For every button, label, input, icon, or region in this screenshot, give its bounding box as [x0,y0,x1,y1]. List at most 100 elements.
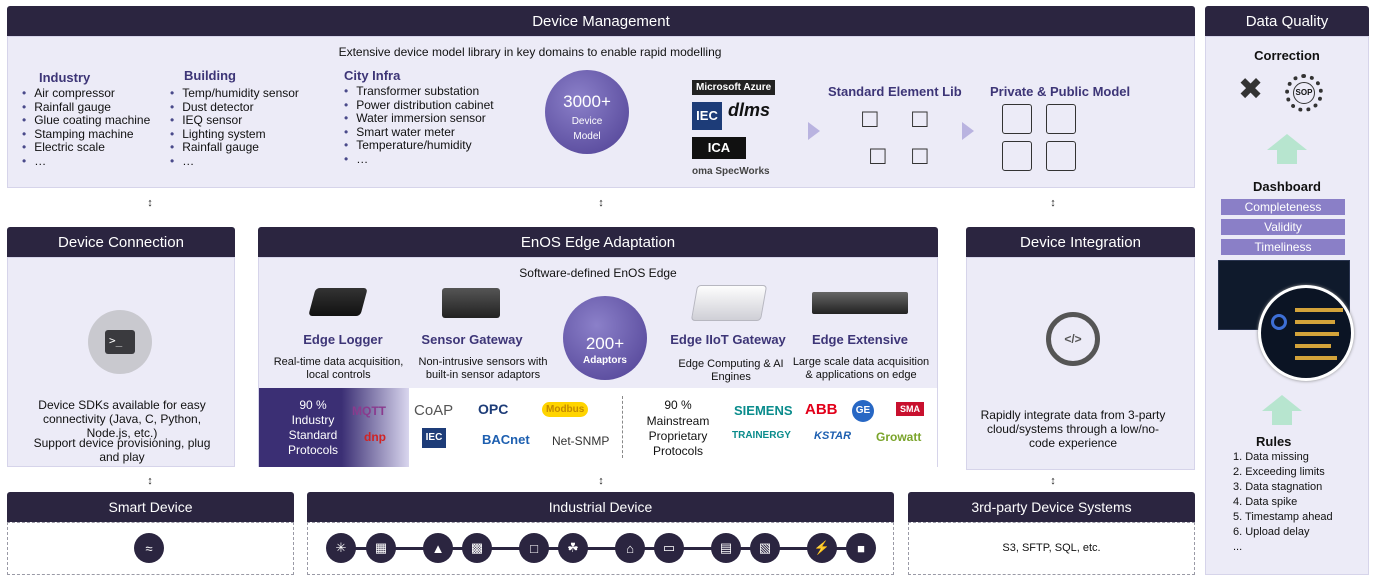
dashboard-zoom-circle [1258,285,1354,381]
connector-arrow-icon: ↕ [598,475,604,487]
connector-arrow-icon: ↕ [1050,475,1056,487]
terminal-icon: >_ [88,310,152,374]
factory-icon: □ [519,533,549,563]
battery-icon: ▭ [654,533,684,563]
puzzle-piece-icon: □ [912,103,928,133]
ica-logo: ICA [692,137,746,159]
building-icon: ▧ [750,533,780,563]
tools-icon: ✖ [1238,73,1264,106]
wifi-icon: ≈ [134,533,164,563]
ge-logo: GE [852,400,874,422]
up-arrow-stem [1277,150,1297,164]
dashboard-title: Dashboard [1253,179,1321,194]
mainstream-pct: 90 % [664,398,692,412]
sensor-gateway-device-icon [442,288,500,318]
building-list: Temp/humidity sensor Dust detector IEQ s… [170,86,299,168]
city-infra-list: Transformer substation Power distributio… [344,84,493,166]
adaptors-circle: 200+ Adaptors [563,296,647,380]
arrow-right-icon [808,122,820,140]
car-icon: ■ [846,533,876,563]
standard-element-lib-title: Standard Element Lib [828,84,962,99]
connector-arrow-icon: ↕ [598,197,604,209]
ev-charger-icon: ⚡ [807,533,837,563]
dlms-logo: dlms [728,100,771,120]
sop-gear-icon: SOP [1285,74,1323,112]
correction-title: Correction [1254,48,1320,63]
up-arrow-icon [1262,395,1302,411]
rules-title: Rules [1256,434,1292,449]
growatt-logo: Growatt [876,430,922,444]
industry-protocols-band [259,388,409,467]
plant-icon: ☘ [558,533,588,563]
home-icon: ⌂ [615,533,645,563]
connector-arrow-icon: ↕ [1050,197,1056,209]
protocol-strip [409,388,937,467]
iec-logo: IEC [692,102,722,130]
abb-logo: ABB [805,401,838,418]
device-connection-desc-1: Device SDKs available for easy connectiv… [38,398,206,440]
industry-title: Industry [39,70,91,85]
edge-iiot-gateway-device-icon [690,285,768,321]
edge-subtitle: Software-defined EnOS Edge [519,266,677,280]
coap-logo: CoAP [414,402,454,419]
smart-device-header: Smart Device [7,492,294,522]
mqtt-logo: MQTT [352,404,386,418]
trainergy-logo: TRAINERGY [732,430,791,441]
third-party-desc: S3, SFTP, SQL, etc. [1002,542,1101,554]
data-quality-header: Data Quality [1205,6,1369,36]
edge-iiot-gateway-desc: Edge Computing & AI Engines [678,358,784,383]
device-integration-header: Device Integration [966,227,1195,257]
edge-logger-desc: Real-time data acquisition, local contro… [273,356,404,381]
edge-logger-device-icon [308,288,368,316]
industry-pct: 90 % [299,398,327,412]
solar-panel-icon: ▦ [366,533,396,563]
puzzle-square-icon [1002,141,1032,171]
industrial-device-line [330,547,870,550]
wind-turbine-icon: ✳ [326,533,356,563]
kstar-logo: KSTAR [814,430,852,442]
metric-validity: Validity [1221,219,1345,235]
edge-iiot-gateway-title: Edge IIoT Gateway [670,332,786,347]
third-party-header: 3rd-party Device Systems [908,492,1195,522]
sensor-gateway-title: Sensor Gateway [421,332,523,347]
industry-label: Industry Standard Protocols [287,413,339,457]
protocol-divider [622,396,623,458]
puzzle-piece-icon: □ [862,103,878,133]
industrial-device-header: Industrial Device [307,492,894,522]
arrow-right-icon [962,122,974,140]
city-infra-title: City Infra [344,68,401,83]
dnp-logo: dnp [364,430,386,444]
device-management-header: Device Management [7,6,1195,36]
siemens-logo: SIEMENS [734,403,793,418]
mainstream-label: Mainstream Proprietary Protocols [646,414,710,458]
battery-rack-icon: ▩ [462,533,492,563]
up-arrow-stem [1272,411,1292,425]
metric-timeliness: Timeliness [1221,239,1345,255]
transmission-tower-icon: ▲ [423,533,453,563]
oma-logo: oma SpecWorks [692,166,770,177]
connector-arrow-icon: ↕ [147,475,153,487]
puzzle-square-icon [1046,104,1076,134]
puzzle-piece-icon: □ [870,140,886,170]
api-gear-icon: </> [1046,312,1100,366]
private-public-model-title: Private & Public Model [990,84,1131,99]
device-management-subtitle: Extensive device model library in key do… [338,45,722,59]
up-arrow-icon [1267,134,1307,150]
metric-completeness: Completeness [1221,199,1345,215]
rules-list: 1. Data missing 2. Exceeding limits 3. D… [1233,451,1333,553]
device-connection-desc-2: Support device provisioning, plug and pl… [33,436,211,464]
net-snmp-logo: Net-SNMP [552,434,610,448]
edge-extensive-desc: Large scale data acquisition & applicati… [792,356,930,381]
sensor-gateway-desc: Non-intrusive sensors with built-in sens… [418,356,548,381]
puzzle-square-icon [1002,104,1032,134]
puzzle-square-icon [1046,141,1076,171]
building-title: Building [184,68,236,83]
edge-extensive-title: Edge Extensive [811,332,909,347]
edge-logger-title: Edge Logger [303,332,383,347]
device-integration-desc: Rapidly integrate data from 3-party clou… [980,408,1166,450]
modbus-logo: Modbus [542,402,589,417]
edge-header: EnOS Edge Adaptation [258,227,938,257]
device-model-circle: 3000+ Device Model [545,70,629,154]
opc-logo: OPC [478,401,509,417]
microsoft-azure-logo: Microsoft Azure [692,80,776,95]
